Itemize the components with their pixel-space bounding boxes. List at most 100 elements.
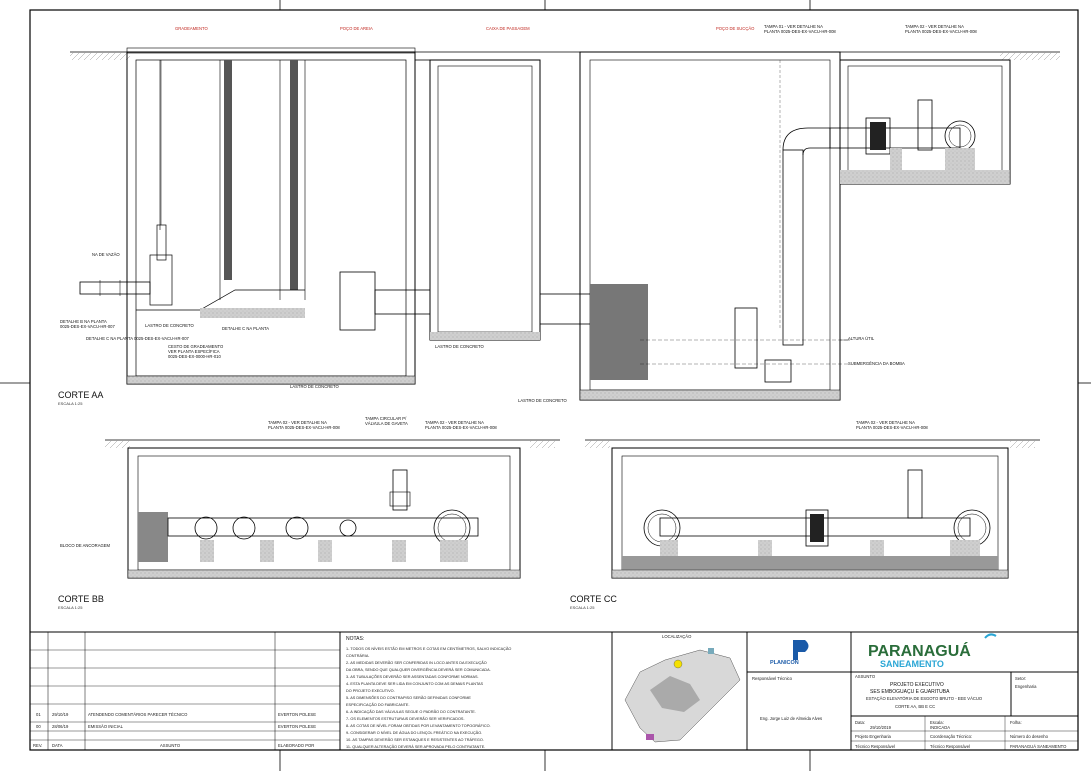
planicon-logo: PLANICON <box>770 660 799 666</box>
label-bb-tampa-circular-2: VÁLVULA DE GAVETA <box>365 421 408 426</box>
label-tampa01: TAMPA 01 - VER DETALHE NA <box>764 24 823 29</box>
project-line-4: CORTE AA, BB E CC <box>895 704 935 709</box>
project-line-1: PROJETO EXECUTIVO <box>890 682 944 688</box>
saneamento-logo: SANEAMENTO <box>880 659 944 669</box>
label-cc-tampa02: TAMPA 02 - VER DETALHE NA <box>856 420 915 425</box>
map-title: LOCALIZAÇÃO <box>662 634 692 639</box>
scale-corte-bb: ESCALA 1:25 <box>58 605 83 610</box>
label-caixa-passagem: CAIXA DE PASSAGEM <box>486 26 530 31</box>
resp-tec-label: Técnico Responsável <box>930 744 970 749</box>
notes-title: NOTAS: <box>346 636 364 642</box>
paranagua-logo-swoosh <box>984 633 997 639</box>
note-line: 10- AS TAMPAS DEVERÃO SER ESTANQUES E RE… <box>346 737 484 742</box>
label-cesto-3: 0025-DES-EX-0000-HR-010 <box>168 354 222 359</box>
label-bb-tampa02b: TAMPA 02 - VER DETALHE NA <box>425 420 484 425</box>
label-bb-tampa02a: TAMPA 02 - VER DETALHE NA <box>268 420 327 425</box>
note-line: 8- AS COTAS DE NÍVEL FORAM OBTIDAS POR L… <box>346 724 491 728</box>
title-corte-bb: CORTE BB <box>58 594 104 604</box>
section-bb <box>105 439 560 579</box>
label-lastro-1: LASTRO DE CONCRETO <box>145 323 195 328</box>
rev-01-num: 01 <box>36 712 41 717</box>
screen-grating <box>224 60 232 280</box>
label-poco-succao: POÇO DE SUCÇÃO <box>716 26 755 31</box>
scale-corte-aa: ESCALA 1:25 <box>58 401 83 406</box>
planicon-logo-icon <box>793 640 809 660</box>
label-bb-tampa02b-2: PLANTA 0025-DES-EX-VACU-HR-008 <box>425 425 497 430</box>
label-cesto: CESTO DE GRADEAMENTO <box>168 344 224 349</box>
setor-value: Engenharia <box>1015 684 1037 689</box>
rev-00-num: 00 <box>36 724 41 729</box>
engineer-name: Eng. Jorge Luiz de Almeida Alves <box>760 716 822 721</box>
label-cc-tampa02-2: PLANTA 0025-DES-EX-VACU-HR-008 <box>856 425 928 430</box>
note-line: 7- OS ELEMENTOS ESTRUTURAIS DEVERÃO SER … <box>346 716 465 721</box>
note-line: DO PROJETO EXECUTIVO. <box>346 689 395 693</box>
title-block <box>29 631 1079 751</box>
rev-00-subject: EMISSÃO INICIAL <box>88 724 124 729</box>
label-lastro-4: LASTRO DE CONCRETO <box>518 398 568 403</box>
rev-00-date: 28/06/19 <box>52 724 69 729</box>
label-poco-areia: POÇO DE AREIA <box>340 26 373 31</box>
note-line: 9- CONSIDERAR O NÍVEL DE ÁGUA DO LENÇOL … <box>346 730 482 735</box>
note-line: ESPECIFICAÇÃO DO FABRICANTE. <box>346 702 410 707</box>
label-bb-tampa02a-2: PLANTA 0025-DES-EX-VACU-HR-008 <box>268 425 340 430</box>
title-corte-aa: CORTE AA <box>58 390 103 400</box>
label-altura-util: ALTURA ÚTIL <box>848 336 875 341</box>
note-line: 1- TODOS OS NÍVEIS ESTÃO EM METROS E COT… <box>346 646 511 651</box>
note-line: DA OBRA, SENDO QUE QUALQUER DIVERGÊNCIA … <box>346 667 491 672</box>
resp-proj-label: Técnico Responsável <box>855 744 895 749</box>
note-line: 5- AS DIMENSÕES DO CONTRAPISO SERÃO DEFI… <box>346 695 471 700</box>
label-nivel: NA DE VAZÃO <box>92 252 120 257</box>
label-bloco-ancoragem: BLOCO DE ANCORAGEM <box>60 543 111 548</box>
label-detalhe-b: DETALHE B NA PLANTA <box>60 319 107 324</box>
rev-header-elaborado: ELABORADO POR <box>278 743 314 748</box>
date-label: Data: <box>855 720 865 725</box>
proj-label: Projeto Engenharia <box>855 734 892 739</box>
notes-lines: 1- TODOS OS NÍVEIS ESTÃO EM METROS E COT… <box>346 646 511 749</box>
section-cc <box>585 439 1040 579</box>
rev-header-data: DATA <box>52 743 63 748</box>
sand-grating <box>290 60 298 290</box>
note-line: 2- AS MEDIDAS DEVERÃO SER CONFERIDAS IN … <box>346 660 487 665</box>
label-tampa02-b: PLANTA 0025-DES-EX-VACU-HR-008 <box>905 29 977 34</box>
client-label: PARANAGUÁ SANEAMENTO <box>1010 744 1067 749</box>
label-detalhe-c: DETALHE C NA PLANTA 0025-DES-EX-VACU-HR-… <box>86 336 190 341</box>
label-bb-tampa-circular: TAMPA CIRCULAR P/ <box>365 416 407 421</box>
scale-corte-cc: ESCALA 1:25 <box>570 605 595 610</box>
resp-tecnico-label: Responsável Técnico <box>752 676 793 681</box>
label-lastro-3: LASTRO DE CONCRETO <box>290 384 340 389</box>
assunto-label: ASSUNTO <box>855 674 876 679</box>
label-tampa02: TAMPA 02 - VER DETALHE NA <box>905 24 964 29</box>
note-line: 11- QUALQUER ALTERAÇÃO DEVERÁ SER APROVA… <box>346 744 485 749</box>
label-submergencia: SUBMERGÊNCIA DA BOMBA <box>848 361 905 366</box>
label-detalhe-b-2: 0025-DES-EX-VACU-HR-007 <box>60 324 116 329</box>
label-detalhe-c-na-planta: DETALHE C NA PLANTA <box>222 326 269 331</box>
note-line: 6- A INDICAÇÃO DAS VÁLVULAS SEGUE O PADR… <box>346 709 476 714</box>
escala-label: Escala: <box>930 720 944 725</box>
dataset-label: Número do desenho <box>1010 734 1049 739</box>
date-value: 29/10/2019 <box>870 725 892 730</box>
location-marker <box>673 659 683 669</box>
rev-01-by: EVERTON POLESE <box>278 712 316 717</box>
paranagua-logo: PARANAGUÁ <box>868 641 971 660</box>
anchor-block <box>138 512 168 562</box>
label-lastro-2: LASTRO DE CONCRETO <box>435 344 485 349</box>
project-line-2: SES EMBOGUAÇU E GUARITUBA <box>870 689 950 695</box>
note-line: 3- AS TUBULAÇÕES DEVERÃO SER ASSENTADAS … <box>346 674 479 679</box>
section-aa <box>70 47 1060 401</box>
note-line: CONTRÁRIA. <box>346 654 369 658</box>
label-gradeamento: GRADEAMENTO <box>175 26 208 31</box>
label-cesto-2: VER PLANTA ESPECÍFICA <box>168 349 220 354</box>
escala-value: INDICADA <box>930 725 950 730</box>
rev-00-by: EVERTON POLESE <box>278 724 316 729</box>
setor-label: Setor: <box>1015 676 1026 681</box>
rev-header-assunto: ASSUNTO <box>160 743 181 748</box>
project-line-3: ESTAÇÃO ELEVATÓRIA DE ESGOTO BRUTO - EEE… <box>866 696 983 701</box>
title-corte-cc: CORTE CC <box>570 594 617 604</box>
rev-01-date: 29/10/19 <box>52 712 69 717</box>
label-tampa01-b: PLANTA 0025-DES-EX-VACU-HR-008 <box>764 29 836 34</box>
folha-label: Folha: <box>1010 720 1022 725</box>
note-line: 4- ESTA PLANTA DEVE SER LIDA EM CONJUNTO… <box>346 682 484 686</box>
